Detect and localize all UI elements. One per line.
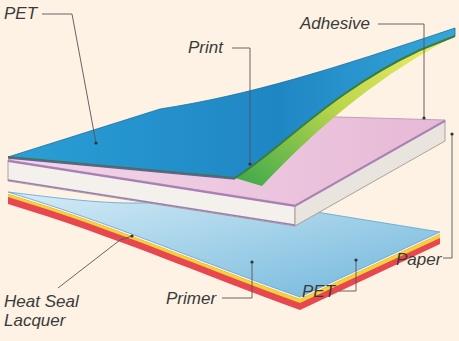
layer-label: PET [302,282,335,301]
layer-label: Primer [166,289,216,308]
layer-label: Paper [396,250,441,269]
layer-label: Heat Seal Lacquer [4,292,100,330]
layer-label: Print [188,38,223,57]
layer-label: Adhesive [300,14,370,33]
layer-label: PET [4,4,37,23]
